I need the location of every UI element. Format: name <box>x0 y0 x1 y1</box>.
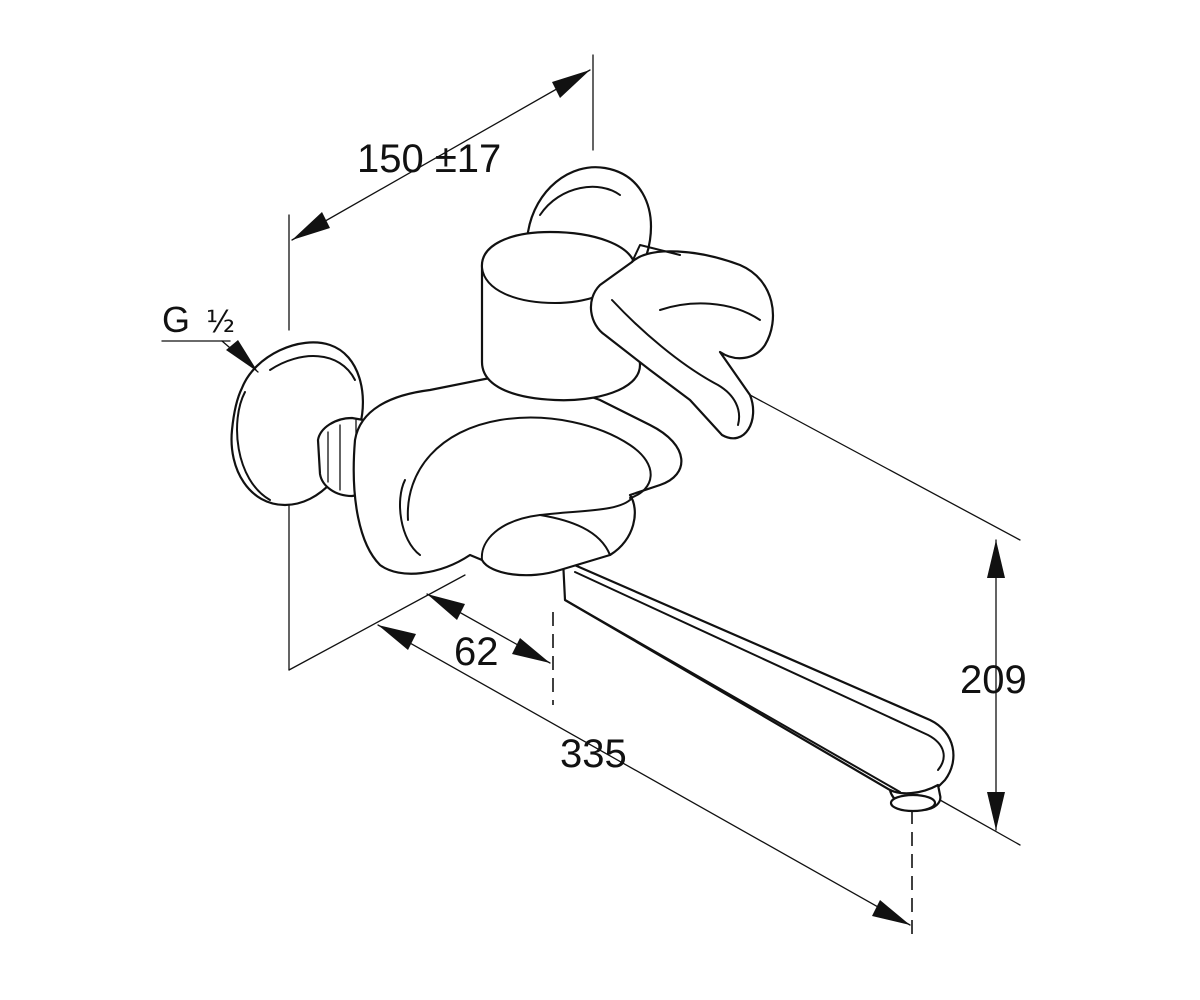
center-lines <box>552 612 913 935</box>
lever-handle <box>589 244 775 440</box>
dim-209-label: 209 <box>960 658 1027 702</box>
thread-leader-arrow <box>226 340 258 372</box>
dim-209 <box>987 539 1005 831</box>
dim-335-label: 335 <box>560 732 627 776</box>
dim-62 <box>426 593 551 664</box>
dim-62-arrow-right <box>512 638 550 663</box>
dim-150 <box>291 69 591 241</box>
thread-leader <box>221 340 259 373</box>
dim-335-arrow-right <box>872 900 910 925</box>
dim-209-arrow-top <box>987 540 1005 578</box>
dim-335 <box>377 624 911 926</box>
thread-size-label: ½ <box>206 305 235 340</box>
dim-335-arrow-left <box>378 625 416 650</box>
dim-62-arrow-left <box>427 594 465 620</box>
thread-prefix-label: G <box>162 299 190 340</box>
dim-150-arrow-left <box>292 212 330 240</box>
dim-209-arrow-bottom <box>987 792 1005 830</box>
dim-62-label: 62 <box>454 630 499 674</box>
mixer-body <box>352 376 683 577</box>
spout <box>561 558 955 813</box>
dim-150-arrow-right <box>552 70 590 98</box>
dim-150-label: 150 ±17 <box>357 137 501 181</box>
extension-lines <box>161 54 1021 846</box>
